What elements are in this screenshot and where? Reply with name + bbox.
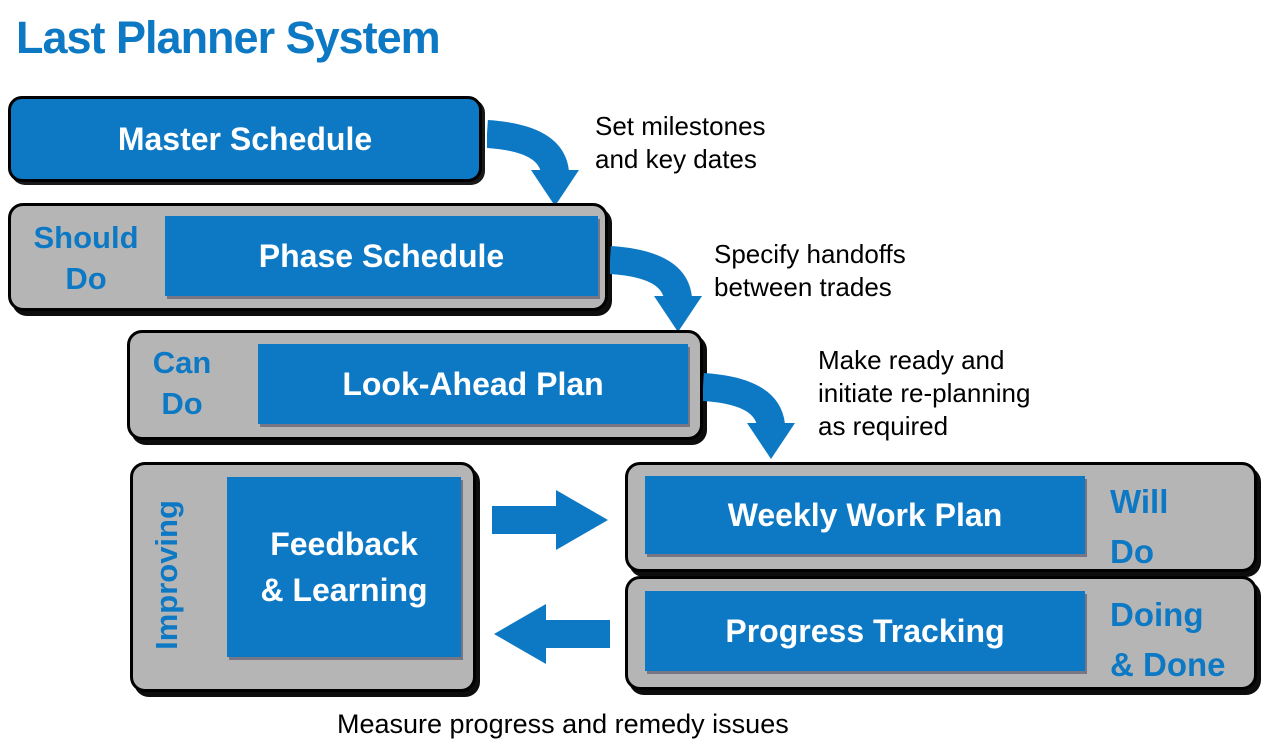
make-ready-note: Make ready and initiate re-planning as r…: [818, 344, 1030, 443]
lookahead-to-weekly-curved-arrow-icon: [703, 365, 803, 460]
will-do-stage-label: Will Do: [1110, 477, 1168, 577]
look-ahead-plan-label: Look-Ahead Plan: [342, 365, 604, 402]
look-ahead-plan-box: Look-Ahead Plan: [258, 344, 688, 424]
specify-handoffs-note: Specify handoffs between trades: [714, 238, 906, 304]
master-to-phase-curved-arrow-icon: [487, 112, 587, 207]
note-line: as required: [818, 411, 949, 441]
weekly-work-plan-box: Weekly Work Plan: [645, 476, 1085, 554]
phase-schedule-label: Phase Schedule: [258, 237, 505, 274]
note-line: between trades: [714, 272, 892, 302]
phase-to-lookahead-curved-arrow-icon: [610, 238, 710, 333]
master-schedule-box: Master Schedule: [8, 96, 482, 182]
note-line: and key dates: [595, 144, 757, 174]
improving-stage-label: Improving: [149, 500, 184, 650]
feedback-learning-label: Feedback & Learning: [260, 521, 427, 613]
stage-line: Should: [33, 220, 139, 255]
master-schedule-label: Master Schedule: [117, 120, 373, 157]
stage-line: Can: [152, 345, 212, 380]
progress-to-feedback-left-arrow-icon: [494, 604, 610, 664]
feedback-to-weekly-right-arrow-icon: [492, 490, 608, 550]
phase-schedule-box: Phase Schedule: [165, 216, 598, 296]
note-line: Set milestones: [595, 111, 766, 141]
set-milestones-note: Set milestones and key dates: [595, 110, 766, 176]
can-do-stage-label: Can Do: [126, 342, 238, 424]
box-label-line: Feedback: [270, 526, 418, 562]
progress-tracking-box: Progress Tracking: [645, 591, 1085, 671]
doing-done-stage-label: Doing & Done: [1110, 590, 1226, 690]
should-do-stage-label: Should Do: [12, 217, 160, 299]
diagram-title: Last Planner System: [16, 12, 441, 63]
stage-line: Do: [1110, 533, 1154, 570]
stage-line: Do: [161, 386, 203, 421]
stage-line: & Done: [1110, 646, 1226, 683]
measure-progress-note: Measure progress and remedy issues: [337, 709, 789, 739]
weekly-work-plan-label: Weekly Work Plan: [727, 496, 1003, 533]
progress-tracking-label: Progress Tracking: [725, 612, 1005, 649]
stage-line: Will: [1110, 483, 1169, 520]
stage-line: Do: [65, 261, 107, 296]
stage-line: Doing: [1110, 596, 1204, 633]
feedback-learning-box: Feedback & Learning: [227, 477, 461, 657]
note-line: Specify handoffs: [714, 239, 906, 269]
note-line: Make ready and: [818, 345, 1005, 375]
note-line: initiate re-planning: [818, 378, 1031, 408]
box-label-line: & Learning: [260, 572, 428, 608]
